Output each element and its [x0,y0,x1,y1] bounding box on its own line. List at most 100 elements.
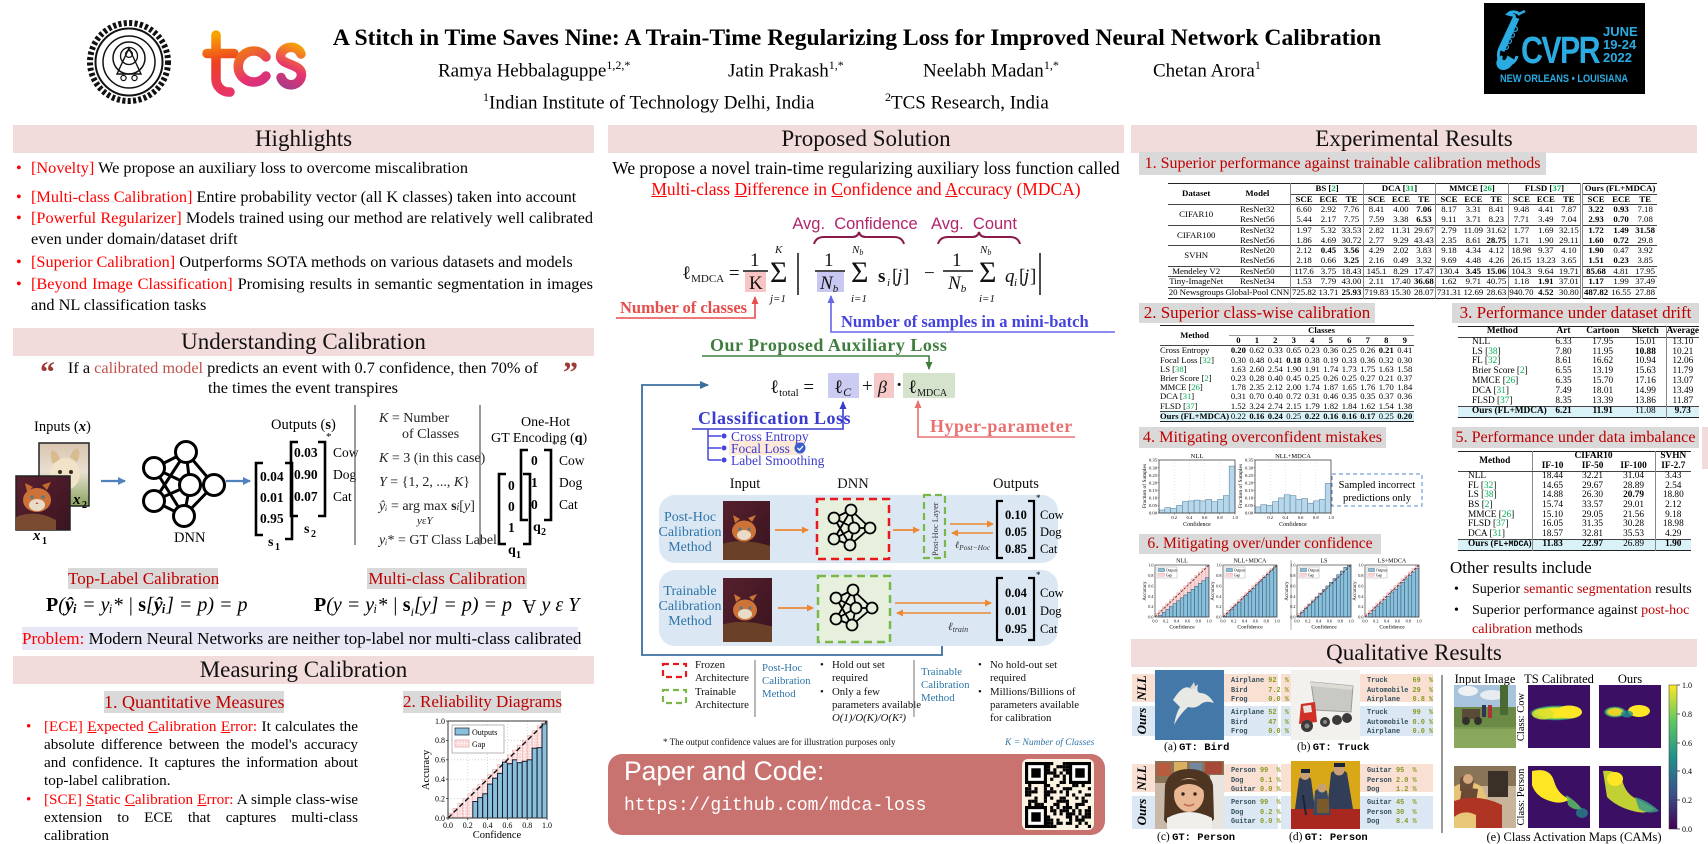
svg-text:q: q [1005,266,1015,287]
svg-text:Calibration: Calibration [659,599,722,614]
svg-text:Architecture: Architecture [695,699,749,711]
svg-text:1.0: 1.0 [1290,563,1295,568]
svg-text:19-24: 19-24 [1603,37,1637,52]
svg-text:0.20: 0.20 [1149,480,1158,485]
svg-text:0.6: 0.6 [1216,583,1221,588]
svg-text:Confidence: Confidence [1237,624,1263,631]
svg-text:0: 0 [508,499,515,514]
svg-text:[: [ [892,266,898,287]
svg-text:K = 3 (in this case): K = 3 (in this case) [378,451,486,466]
svg-text:1: 1 [42,536,47,547]
svg-text:NEW ORLEANS • LOUISIANA: NEW ORLEANS • LOUISIANA [1500,73,1628,85]
svg-text:0.6: 0.6 [1358,583,1363,588]
svg-text:1.0: 1.0 [1206,619,1211,624]
svg-text:1.0: 1.0 [542,821,552,830]
svg-text:NLL+MDCA: NLL+MDCA [1233,559,1267,565]
svg-text:GT Encoding (q): GT Encoding (q) [491,431,588,446]
svg-text:0.4: 0.4 [1187,515,1193,520]
svg-text:Gap: Gap [472,740,485,749]
svg-text:Confidence: Confidence [1311,624,1337,631]
svg-text:0.0: 0.0 [1148,615,1153,620]
svg-text:0.25: 0.25 [1245,473,1254,478]
svg-text:0.00: 0.00 [1149,511,1158,516]
svg-text:Sampled incorrect: Sampled incorrect [1339,480,1416,491]
svg-text:0.05: 0.05 [1005,525,1027,539]
svg-text:Trainable: Trainable [695,686,736,698]
svg-text:0.10: 0.10 [1245,496,1254,501]
svg-text:Frozen: Frozen [695,659,726,671]
svg-text:Gap: Gap [1234,573,1240,577]
svg-text:*: * [1036,570,1041,580]
svg-text:0.04: 0.04 [260,469,284,484]
svg-text:0.15: 0.15 [1245,488,1254,493]
svg-text:Gap: Gap [1376,573,1382,577]
svg-text:Accuracy: Accuracy [421,749,432,790]
svg-text:1: 1 [508,520,515,535]
svg-text:0.6: 0.6 [1298,515,1304,520]
svg-text:0.2: 0.2 [1163,619,1168,624]
svg-text:0.2: 0.2 [1171,515,1177,520]
svg-text:Outputs: Outputs [472,728,497,737]
svg-text:2: 2 [541,527,546,538]
svg-text:*: * [326,431,332,443]
svg-text:Avg. Confidence: Avg. Confidence [792,215,917,233]
svg-text:0.4: 0.4 [435,775,445,784]
svg-text:i=1: i=1 [979,293,995,305]
svg-text:0.0: 0.0 [1358,615,1363,620]
svg-text:•: • [978,686,982,698]
svg-text:0.8: 0.8 [435,736,445,745]
svg-text:0.0: 0.0 [1152,619,1157,624]
svg-text:*: * [552,439,558,451]
svg-text:•: • [820,659,824,671]
svg-text:i: i [1014,277,1017,289]
svg-text:(e) Class Activation Maps (CAM: (e) Class Activation Maps (CAMs) [1487,830,1662,844]
svg-text:0.6: 0.6 [502,821,512,830]
svg-text:LS: LS [1320,559,1327,565]
svg-text:TS Calibrated: TS Calibrated [1524,672,1595,686]
svg-text:ℓtrain: ℓtrain [948,621,968,634]
svg-text:Confidence: Confidence [1379,624,1405,631]
svg-text:ŷᵢ = arg max si[y]: ŷᵢ = arg max si[y] [377,499,475,514]
svg-text:1.0: 1.0 [1232,515,1238,520]
svg-text:1: 1 [275,542,280,553]
svg-text:0.8: 0.8 [1338,619,1343,624]
svg-text:Outputs (s): Outputs (s) [271,417,336,433]
svg-text:0.04: 0.04 [1005,586,1028,600]
svg-text:0.4: 0.4 [1290,594,1296,599]
svg-text:CVPR: CVPR [1521,30,1600,72]
svg-text:0.2: 0.2 [1305,619,1310,624]
svg-text:Σ: Σ [979,256,996,289]
svg-text:1.0: 1.0 [1358,563,1363,568]
svg-text:Confidence: Confidence [473,830,522,841]
svg-text:0.0: 0.0 [1294,619,1299,624]
svg-text:Cow: Cow [559,453,585,468]
svg-text:K = Number: K = Number [378,411,449,426]
svg-text:0.2: 0.2 [463,821,473,830]
svg-text:0.05: 0.05 [1149,503,1158,508]
svg-text:0: 0 [508,478,515,493]
svg-text:Focal Loss: Focal Loss [731,441,790,456]
svg-text:Fraction of Samples: Fraction of Samples [1237,464,1244,508]
svg-text:Input: Input [730,476,761,492]
svg-text:0.25: 0.25 [1149,473,1158,478]
svg-text:of Classes: of Classes [402,427,459,442]
svg-text:j: j [894,266,902,287]
svg-text:Method: Method [921,692,955,704]
svg-text:0.8: 0.8 [1217,515,1223,520]
svg-text:0.01: 0.01 [260,490,284,505]
svg-text:Only a few: Only a few [832,686,880,698]
svg-text:0: 0 [531,453,538,468]
svg-text:0.6: 0.6 [1148,583,1153,588]
svg-text:Classification Loss: Classification Loss [698,408,851,428]
svg-text:Dog: Dog [1040,604,1062,618]
svg-text:yᵢ* = GT Class Label: yᵢ* = GT Class Label [377,533,497,548]
svg-text:−: − [924,263,935,284]
svg-text:Cat: Cat [1040,622,1058,636]
svg-text:0.00: 0.00 [1245,511,1254,516]
svg-text:Dog: Dog [333,467,356,482]
svg-text:parameters available: parameters available [990,699,1079,711]
svg-text:s: s [268,535,274,550]
svg-text:Confidence: Confidence [1279,521,1307,528]
svg-text:Class: Person: Class: Person [1516,768,1527,826]
svg-text:0.4: 0.4 [1358,594,1364,599]
